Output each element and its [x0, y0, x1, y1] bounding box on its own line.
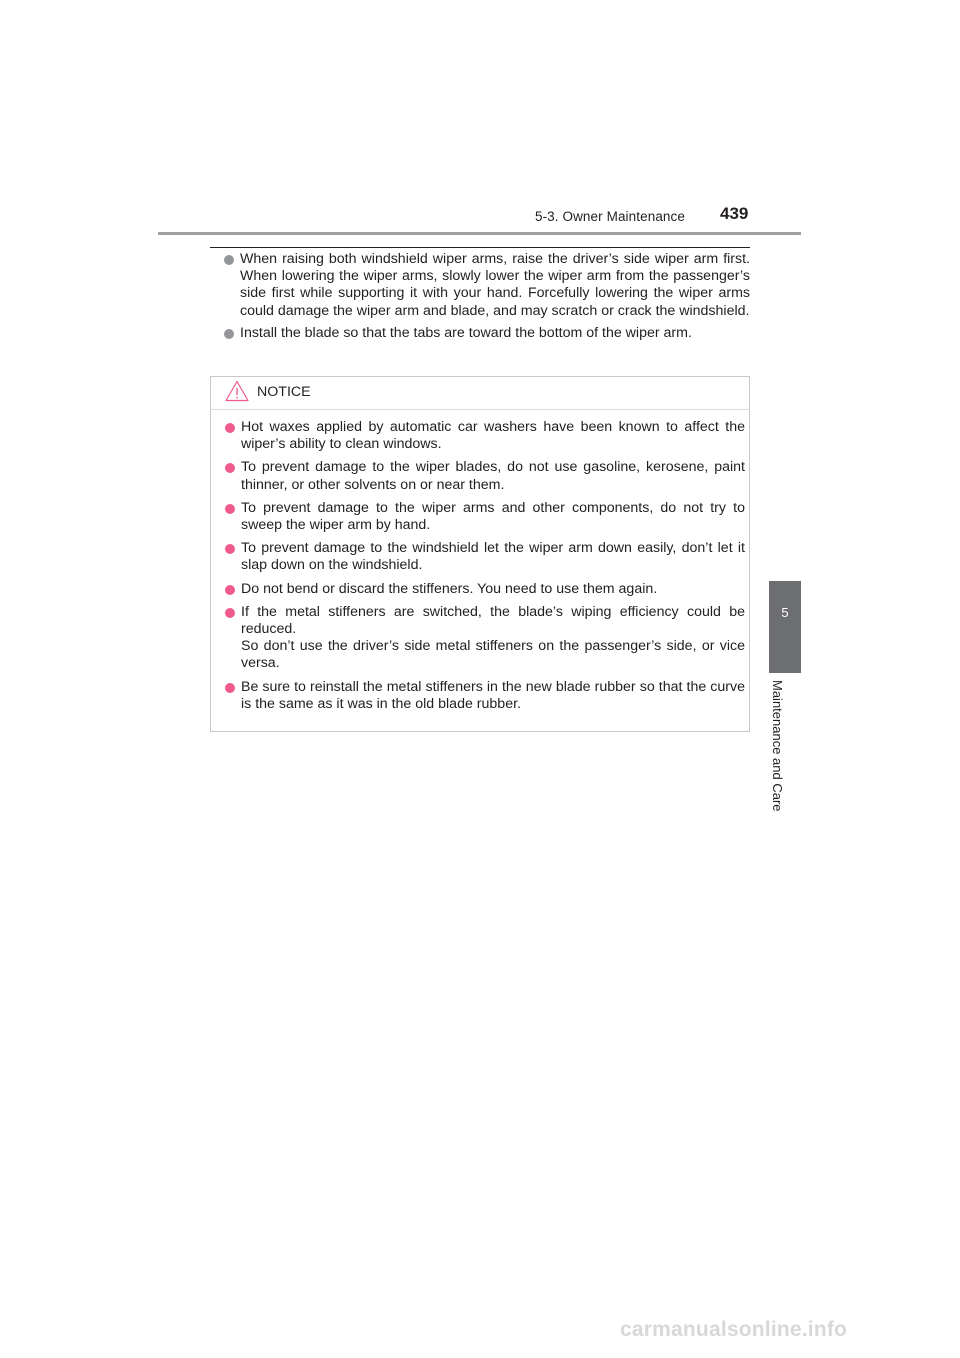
- list-item: Install the blade so that the tabs are t…: [224, 325, 750, 342]
- list-item: Be sure to reinstall the metal stiffener…: [225, 679, 745, 713]
- list-item: When raising both windshield wiper arms,…: [224, 251, 750, 320]
- list-item-extra-text: So don’t use the driver’s side metal sti…: [241, 638, 745, 672]
- chapter-label-text: Maintenance and Care: [770, 680, 785, 812]
- bullet-icon: [225, 682, 235, 693]
- bullet-icon: [224, 328, 234, 339]
- section-title: 5-3. Owner Maintenance: [534, 209, 685, 224]
- list-item-text: Be sure to reinstall the metal stiffener…: [241, 678, 745, 712]
- content-top-rule: [210, 247, 750, 248]
- bullet-icon: [225, 503, 235, 514]
- list-item-text: When raising both windshield wiper arms,…: [240, 251, 750, 319]
- list-item-text: Do not bend or discard the stiffeners. Y…: [241, 580, 658, 597]
- bullet-icon: [225, 544, 235, 555]
- chapter-number: 5: [781, 605, 789, 620]
- chapter-tab[interactable]: 5: [769, 581, 801, 673]
- list-item-text: To prevent damage to the wiper blades, d…: [241, 459, 745, 493]
- list-item: Hot waxes applied by automatic car washe…: [225, 419, 745, 453]
- info-list: When raising both windshield wiper arms,…: [224, 251, 750, 347]
- list-item-text: Install the blade so that the tabs are t…: [240, 324, 692, 341]
- notice-box: NOTICE Hot waxes applied by automatic ca…: [210, 376, 750, 732]
- bullet-icon: [225, 584, 235, 595]
- page-number: 439: [720, 204, 749, 223]
- list-item: To prevent damage to the wiper blades, d…: [225, 459, 745, 493]
- bullet-icon: [224, 255, 234, 265]
- list-item: To prevent damage to the windshield let …: [225, 540, 745, 574]
- list-item: Do not bend or discard the stiffeners. Y…: [225, 581, 745, 598]
- notice-list: Hot waxes applied by automatic car washe…: [225, 419, 745, 719]
- header-rule: [158, 232, 801, 235]
- notice-header: NOTICE: [211, 377, 749, 410]
- warning-triangle-icon: [225, 380, 249, 402]
- list-item: If the metal stiffeners are switched, th…: [225, 604, 745, 673]
- list-item-text: Hot waxes applied by automatic car washe…: [241, 419, 745, 453]
- list-item-text: If the metal stiffeners are switched, th…: [241, 603, 745, 638]
- chapter-label: Maintenance and Care: [770, 680, 797, 830]
- bullet-icon: [225, 463, 235, 474]
- bullet-icon: [225, 607, 235, 618]
- notice-title: NOTICE: [257, 384, 311, 400]
- bullet-icon: [225, 423, 235, 433]
- list-item: To prevent damage to the wiper arms and …: [225, 500, 745, 534]
- list-item-text: To prevent damage to the wiper arms and …: [241, 499, 745, 534]
- list-item-text: To prevent damage to the windshield let …: [241, 540, 745, 574]
- watermark: carmanualsonline.info: [620, 1318, 848, 1341]
